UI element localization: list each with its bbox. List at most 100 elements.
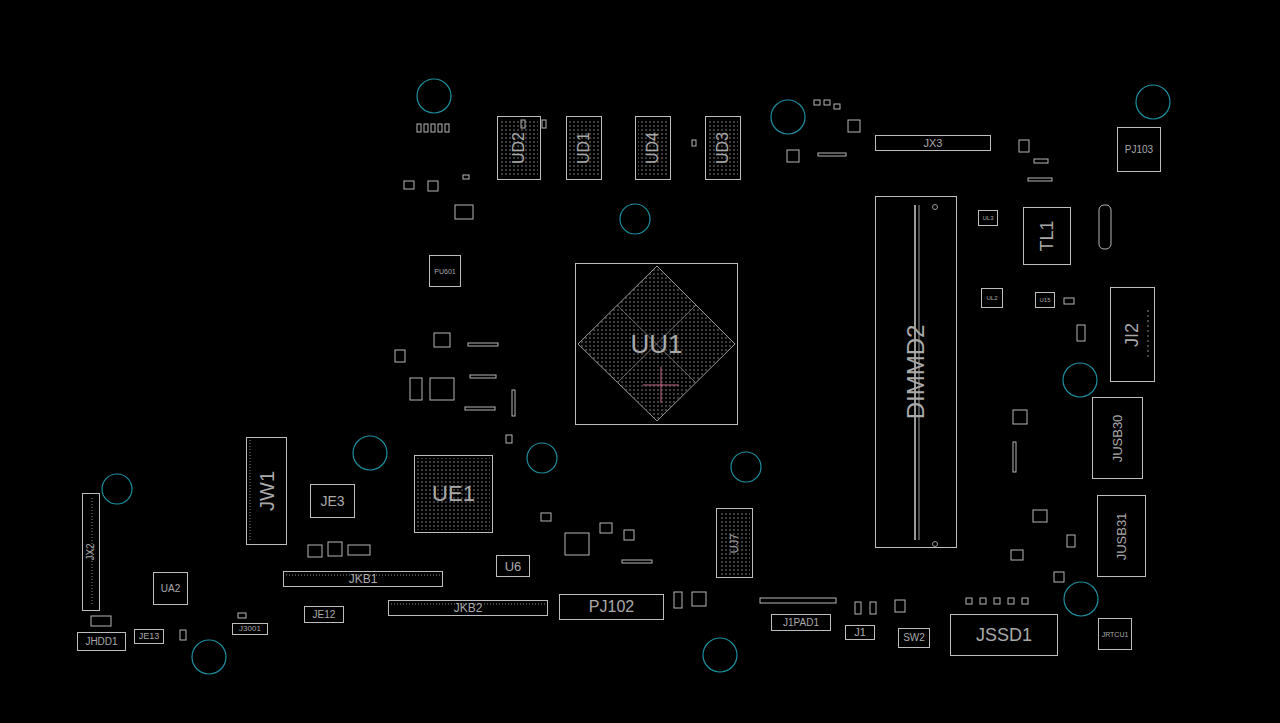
component-outline: JSSD1 [950, 614, 1058, 656]
component-outline: PJ102 [559, 594, 664, 620]
pad [1077, 325, 1085, 341]
part-designator: JX3 [924, 138, 943, 149]
component-outline: SW2 [898, 628, 930, 648]
component-outline: JUSB30 [1092, 397, 1143, 479]
pad [824, 100, 830, 105]
component-outline: JKB1 [283, 571, 443, 587]
bga-pads [638, 119, 668, 177]
part-designator: UD2 [511, 132, 527, 164]
part-designator: UD1 [576, 132, 592, 164]
part-designator: UL3 [982, 215, 993, 221]
pad [870, 602, 876, 614]
pad [308, 545, 322, 557]
component-outline: J3001 [232, 623, 268, 635]
part-designator: SW2 [903, 633, 925, 643]
connector-pins [250, 440, 251, 542]
part-designator: PU601 [434, 268, 455, 275]
part-designator: JE3 [320, 494, 344, 508]
pad [428, 181, 438, 191]
part-designator: UJ7 [729, 533, 740, 553]
bga-pads [500, 119, 538, 177]
pad [855, 602, 861, 614]
part-designator: JSSD1 [976, 626, 1032, 644]
part-designator: J1PAD1 [783, 618, 819, 628]
pad [468, 343, 498, 346]
part-designator: PJ102 [589, 599, 634, 615]
pad [818, 153, 846, 156]
component-outline: UJ7 [716, 508, 753, 578]
mounting-holes [102, 79, 1170, 674]
pad [760, 598, 836, 603]
mounting-hole [417, 79, 451, 113]
component-outline: JKB2 [388, 600, 548, 616]
pad [465, 407, 495, 410]
part-designator: JE12 [313, 610, 336, 620]
pad [506, 435, 512, 443]
part-designator: JI2 [1123, 322, 1141, 346]
pad [814, 100, 820, 105]
part-designator: UA2 [161, 584, 180, 594]
part-designator: PJ103 [1125, 145, 1153, 155]
part-designator: TL1 [1038, 220, 1056, 251]
component-outline: JI2 [1110, 287, 1155, 382]
pad [1054, 572, 1064, 582]
component-outline: UD3 [705, 116, 741, 180]
component-outline: JHDD1 [77, 632, 126, 651]
component-outline: UL3 [978, 210, 998, 226]
pad [1034, 159, 1048, 163]
part-designator: UL2 [986, 295, 997, 301]
pad [966, 598, 972, 604]
mounting-hole [102, 474, 132, 504]
mounting-hole [771, 100, 805, 134]
pad [565, 533, 589, 555]
pad [674, 592, 682, 608]
mounting-hole [527, 443, 557, 473]
pad [622, 560, 652, 563]
part-designator: U15 [1039, 297, 1050, 303]
pad [395, 350, 405, 362]
component-outline: UU1 [575, 263, 738, 425]
origin-cross [661, 367, 662, 403]
component-outline: JE3 [310, 484, 355, 518]
pad [834, 104, 840, 109]
pad [600, 523, 612, 533]
part-designator: UD4 [645, 132, 661, 164]
component-outline: JW1 [246, 437, 287, 545]
pad [1013, 442, 1016, 472]
pad [438, 124, 442, 132]
component-outline: U6 [496, 555, 530, 577]
part-designator: DIMMD2 [904, 325, 928, 420]
component-outline: UD1 [566, 116, 602, 180]
pad [980, 598, 986, 604]
mounting-hole [1136, 85, 1170, 119]
pad [1064, 298, 1074, 304]
bga-pads [719, 511, 750, 575]
part-designator: JX2 [86, 543, 96, 560]
pad [848, 120, 860, 132]
mounting-hole [1063, 363, 1097, 397]
component-outline: J1 [845, 625, 875, 640]
part-designator: JKB2 [454, 602, 483, 614]
smd-pads [91, 100, 1111, 640]
pad [1019, 140, 1029, 152]
dimm-latch [933, 205, 938, 210]
component-outline: UA2 [153, 572, 188, 605]
part-designator: JHDD1 [85, 637, 117, 647]
part-designator: JW1 [257, 471, 277, 511]
qfn-pads [417, 458, 490, 530]
mounting-hole [353, 436, 387, 470]
bga-pads [708, 119, 738, 177]
pad [445, 124, 449, 132]
part-designator: UD3 [715, 132, 731, 164]
pad [348, 545, 370, 555]
component-outline: UD4 [635, 116, 671, 180]
bga-divider [617, 305, 696, 383]
dimm-latch [933, 542, 938, 547]
mounting-hole [192, 640, 226, 674]
pad [424, 124, 428, 132]
mounting-hole [1064, 582, 1098, 616]
pad [328, 542, 342, 556]
pad [692, 592, 706, 606]
pad [1099, 205, 1111, 249]
